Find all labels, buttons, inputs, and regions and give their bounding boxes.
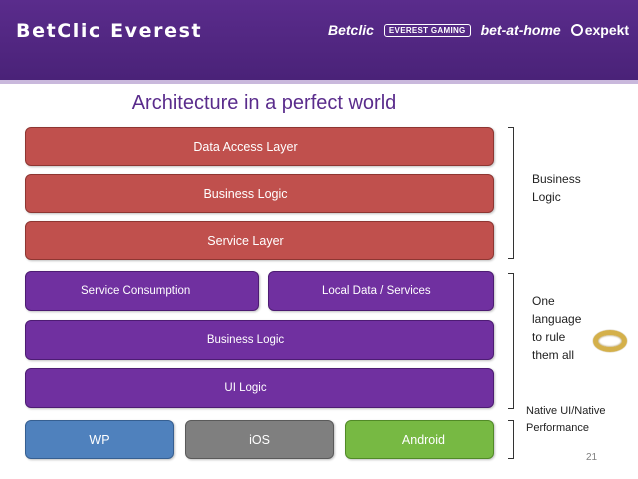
partner-logos: Betclic EVEREST GAMING bet-at-home expek… — [328, 22, 629, 38]
data-access-layer: Data Access Layer — [25, 127, 494, 166]
bracket-business-logic — [508, 127, 514, 259]
data-access-layer-label: Data Access Layer — [193, 139, 298, 154]
brand-title: BetClic Everest — [16, 20, 203, 42]
platform-ios: iOS — [185, 420, 334, 459]
client-business-logic-label: Business Logic — [206, 334, 285, 346]
service-consumption-label: Service Consumption — [81, 285, 191, 297]
local-data-services-label: Local Data / Services — [322, 285, 431, 297]
logo-expekt-text: expekt — [584, 22, 630, 38]
platform-android-label: Android — [401, 432, 445, 447]
ui-logic-layer: UI Logic — [25, 368, 494, 408]
logo-expekt: expekt — [570, 22, 630, 38]
ui-logic-label: UI Logic — [224, 382, 267, 394]
gold-ring-icon — [593, 330, 627, 352]
platform-android: Android — [345, 420, 494, 459]
logo-bet-at-home: bet-at-home — [480, 22, 561, 38]
local-data-services-layer: Local Data / Services — [268, 271, 494, 311]
client-business-logic-layer: Business Logic — [25, 320, 494, 360]
bracket-native — [508, 420, 514, 459]
side-label-native: Native UI/Native Performance — [526, 405, 606, 435]
service-layer: Service Layer — [25, 221, 494, 260]
service-layer-label: Service Layer — [207, 233, 284, 248]
platform-wp-label: WP — [89, 432, 110, 447]
platform-wp: WP — [25, 420, 174, 459]
header-divider — [0, 80, 638, 84]
server-business-logic-layer: Business Logic — [25, 174, 494, 213]
expekt-mark-icon — [570, 24, 583, 36]
logo-everest-gaming: EVEREST GAMING — [383, 23, 471, 37]
side-label-one-language: One language to rule them all — [532, 294, 582, 362]
logo-betclic: Betclic — [328, 22, 374, 38]
side-label-business-logic: Business Logic — [532, 172, 581, 204]
bracket-one-language — [508, 273, 514, 409]
header-bar: BetClic Everest Betclic EVEREST GAMING b… — [0, 0, 638, 80]
server-business-logic-label: Business Logic — [203, 186, 288, 201]
page-number: 21 — [586, 452, 598, 463]
platform-ios-label: iOS — [249, 432, 270, 447]
slide-title: Architecture in a perfect world — [131, 92, 397, 114]
service-consumption-layer: Service Consumption — [25, 271, 259, 311]
